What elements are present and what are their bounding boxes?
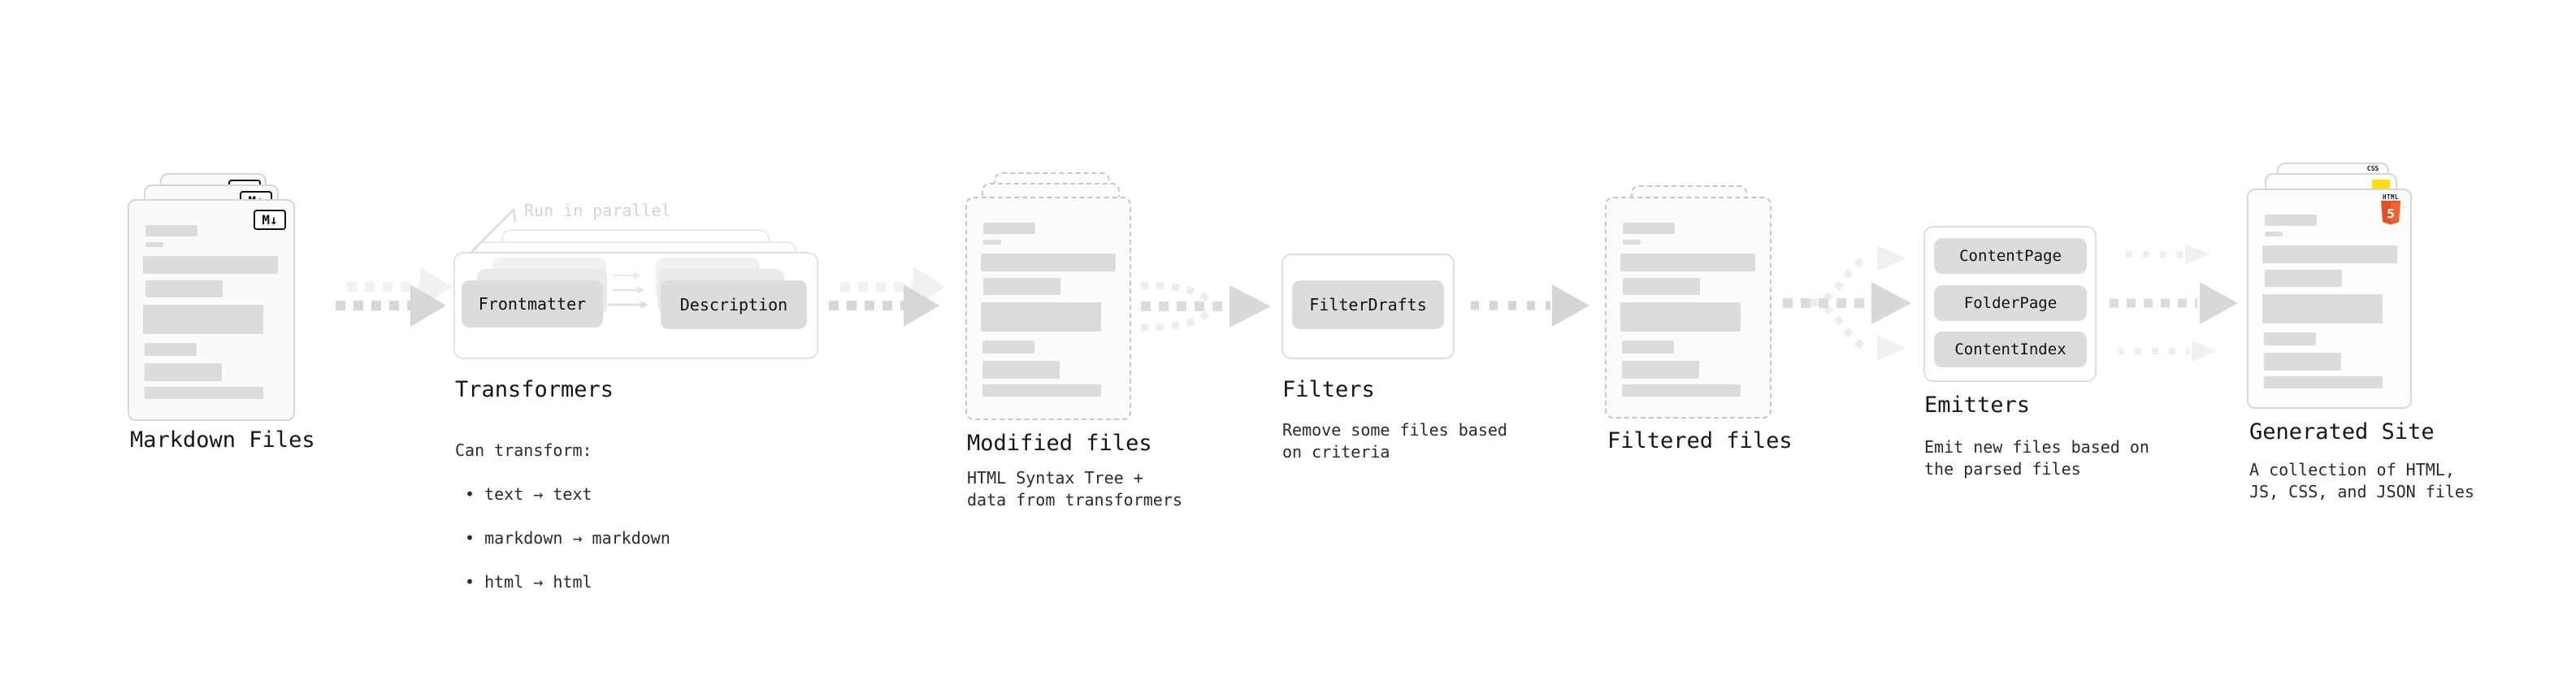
- stage-desc-transformers: Can transform: • text → text • markdown …: [455, 418, 670, 615]
- skeleton-line: [2262, 294, 2383, 323]
- skeleton-line: [145, 343, 197, 356]
- skeleton-line: [1622, 340, 1674, 354]
- stage-label-markdown-files: Markdown Files: [130, 427, 315, 453]
- svg-text:5: 5: [2387, 206, 2395, 222]
- skeleton-line: [1622, 361, 1699, 379]
- skeleton-line: [145, 387, 263, 399]
- modified-file-card: [965, 197, 1131, 420]
- stage-desc-generated-site: A collection of HTML, JS, CSS, and JSON …: [2249, 460, 2474, 501]
- skeleton-line: [2264, 332, 2316, 345]
- markdown-icon: M↓: [254, 210, 286, 230]
- skeleton-line: [1620, 302, 1741, 332]
- skeleton-line: [981, 302, 1101, 332]
- skeleton-line: [981, 254, 1116, 271]
- merge-arrow-icon: [1140, 281, 1271, 332]
- generated-file-card: HTML 5: [2247, 189, 2412, 409]
- skeleton-line: [2265, 270, 2342, 287]
- emitter-pill-contentpage: ContentPage: [1934, 238, 2087, 274]
- transform-bullet: • text → text: [465, 484, 592, 504]
- flow-arrow-icon: [1471, 284, 1589, 327]
- transform-bullet: • html → html: [465, 572, 592, 592]
- skeleton-line: [145, 363, 222, 381]
- skeleton-line: [982, 340, 1034, 354]
- stage-desc-modified-files: HTML Syntax Tree + data from transformer…: [967, 468, 1182, 510]
- flow-arrow-icon: [336, 267, 453, 327]
- stage-desc-filters: Remove some files based on criteria: [1282, 420, 1507, 462]
- stage-label-transformers: Transformers: [455, 377, 614, 402]
- skeleton-line: [2262, 245, 2397, 263]
- stage-label-generated-site: Generated Site: [2249, 419, 2435, 445]
- skeleton-line: [143, 256, 278, 274]
- transform-bullet: • markdown → markdown: [465, 528, 670, 548]
- filter-pill-filterdrafts: FilterDrafts: [1292, 280, 1444, 329]
- skeleton-line: [2264, 353, 2341, 371]
- stage-label-filtered-files: Filtered files: [1607, 428, 1793, 453]
- transformer-pill-frontmatter: Frontmatter: [462, 280, 603, 327]
- skeleton-line: [2265, 215, 2317, 226]
- html5-icon: HTML 5: [2380, 193, 2401, 228]
- desc-title: Can transform:: [455, 440, 592, 460]
- triple-arrow-icon: [2110, 244, 2238, 362]
- filtered-file-card: [1605, 197, 1772, 419]
- skeleton-line: [145, 242, 163, 247]
- skeleton-line: [982, 361, 1060, 379]
- skeleton-line: [983, 278, 1060, 295]
- skeleton-line: [982, 384, 1101, 397]
- skeleton-line: [1620, 254, 1755, 271]
- emitter-pill-folderpage: FolderPage: [1934, 285, 2087, 321]
- run-in-parallel-annotation: Run in parallel: [524, 201, 671, 220]
- split-arrow-icon: [1783, 245, 1911, 361]
- skeleton-line: [983, 223, 1035, 234]
- stage-label-emitters: Emitters: [1924, 393, 2031, 418]
- skeleton-line: [145, 225, 197, 236]
- stage-desc-emitters: Emit new files based on the parsed files: [1924, 437, 2149, 479]
- js-icon: [2372, 180, 2390, 190]
- transformer-pill-description: Description: [661, 280, 807, 329]
- skeleton-line: [143, 305, 263, 334]
- skeleton-line: [145, 280, 223, 297]
- annotation-leader-line: [469, 207, 517, 254]
- stage-label-modified-files: Modified files: [967, 431, 1152, 456]
- markdown-file-card: M↓: [128, 199, 295, 421]
- skeleton-line: [1622, 384, 1741, 397]
- skeleton-line: [2264, 376, 2383, 388]
- skeleton-line: [1623, 240, 1641, 245]
- skeleton-line: [2265, 232, 2283, 236]
- skeleton-line: [983, 240, 1001, 245]
- skeleton-line: [1623, 223, 1675, 234]
- flow-arrow-icon: [829, 267, 946, 327]
- html5-shield-icon: 5: [2381, 201, 2400, 225]
- skeleton-line: [1623, 278, 1700, 295]
- stage-label-filters: Filters: [1282, 377, 1375, 402]
- emitter-pill-contentindex: ContentIndex: [1934, 332, 2087, 367]
- parallel-arrows-icon: [608, 271, 648, 309]
